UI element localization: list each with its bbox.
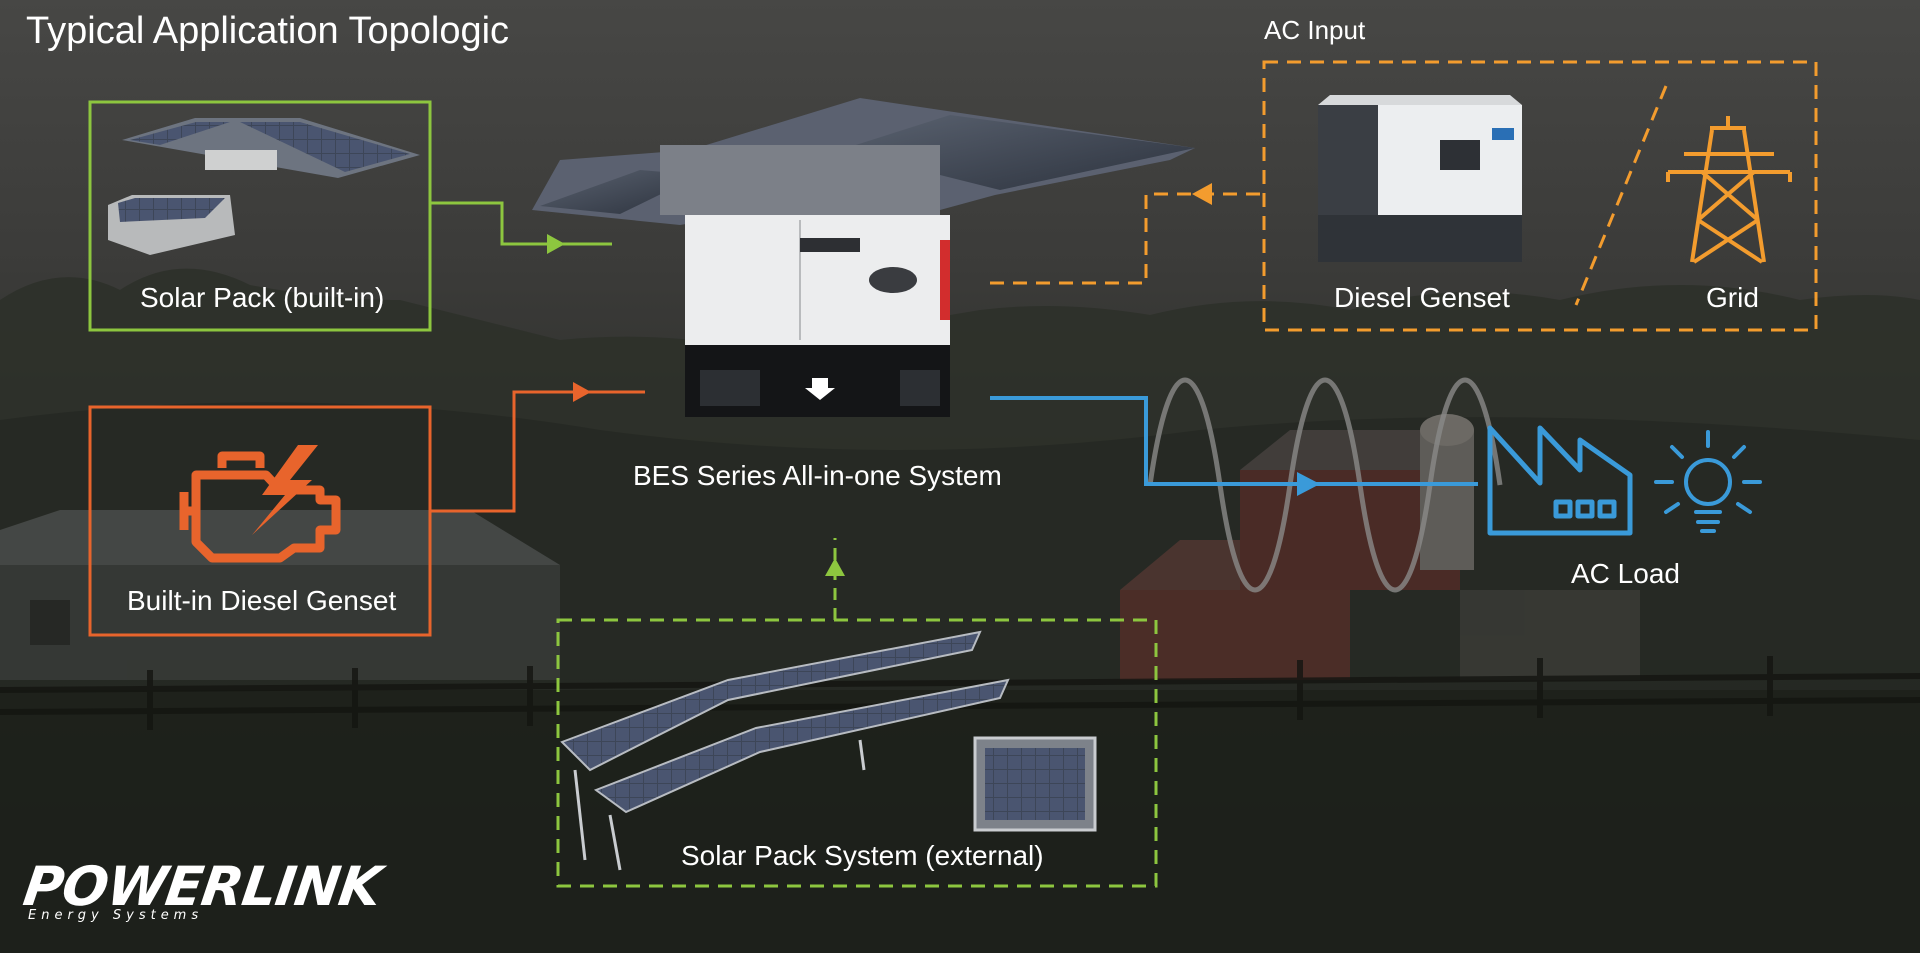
solar-external-label: Solar Pack System (external)	[681, 840, 1044, 871]
diesel-builtin-box	[88, 405, 432, 637]
solar-builtin-image	[108, 118, 420, 255]
field	[0, 690, 1920, 953]
company-logo: POWERLINK Energy Systems	[20, 855, 385, 923]
ac-input-box	[1262, 60, 1818, 332]
lightning-bolt	[252, 445, 318, 535]
ac-load-label: AC Load	[1571, 558, 1680, 589]
factory-icon	[1487, 425, 1633, 536]
diesel-builtin-arrow	[573, 382, 591, 402]
solar-builtin-arrow	[547, 234, 565, 254]
solar-builtin-label: Solar Pack (built-in)	[140, 282, 385, 313]
power-tower-icon	[1666, 116, 1792, 264]
ac-input-arrow	[1192, 183, 1212, 205]
logo-brand: POWERLINK	[19, 855, 385, 918]
diesel-genset-label: Diesel Genset	[1334, 282, 1510, 313]
system-label: BES Series All-in-one System	[633, 460, 1002, 491]
solar-external-box	[556, 618, 1158, 888]
ac-input-title: AC Input	[1264, 15, 1366, 45]
solar-builtin-box	[88, 100, 432, 332]
logo-tagline: Energy Systems	[28, 908, 204, 923]
ac-input-divider	[1574, 85, 1668, 306]
page-title: Typical Application Topologic	[26, 10, 510, 52]
solar-external-arrow	[825, 558, 845, 576]
diesel-builtin-label: Built-in Diesel Genset	[127, 585, 397, 616]
ac-load-arrow	[1297, 472, 1320, 496]
solar-external-image	[560, 630, 1097, 871]
bes-system-image	[532, 98, 1195, 417]
ac-input-connector	[990, 192, 1264, 285]
diesel-genset-image	[1318, 95, 1522, 262]
light-bulb-icon	[1654, 430, 1762, 533]
grid-label: Grid	[1706, 282, 1759, 313]
sine-wave-icon	[1147, 377, 1503, 593]
barn-left	[0, 510, 560, 680]
